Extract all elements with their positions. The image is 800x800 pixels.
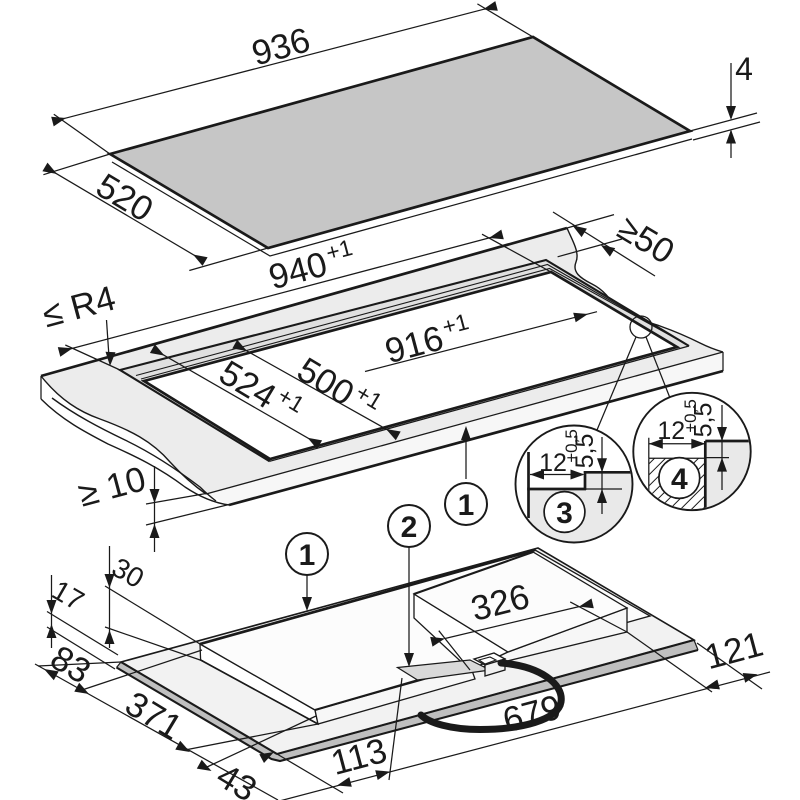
svg-text:12: 12 bbox=[539, 449, 567, 477]
svg-text:5,5: 5,5 bbox=[690, 403, 718, 438]
svg-text:5,5: 5,5 bbox=[571, 434, 599, 469]
svg-text:4: 4 bbox=[671, 463, 688, 496]
svg-text:1: 1 bbox=[458, 489, 475, 522]
svg-text:3: 3 bbox=[556, 497, 573, 530]
svg-text:12: 12 bbox=[657, 417, 685, 445]
svg-text:1: 1 bbox=[299, 539, 316, 572]
svg-text:4: 4 bbox=[735, 51, 753, 87]
svg-text:2: 2 bbox=[401, 511, 418, 544]
svg-text:+0,5: +0,5 bbox=[562, 429, 581, 463]
svg-text:+0,5: +0,5 bbox=[681, 399, 700, 433]
